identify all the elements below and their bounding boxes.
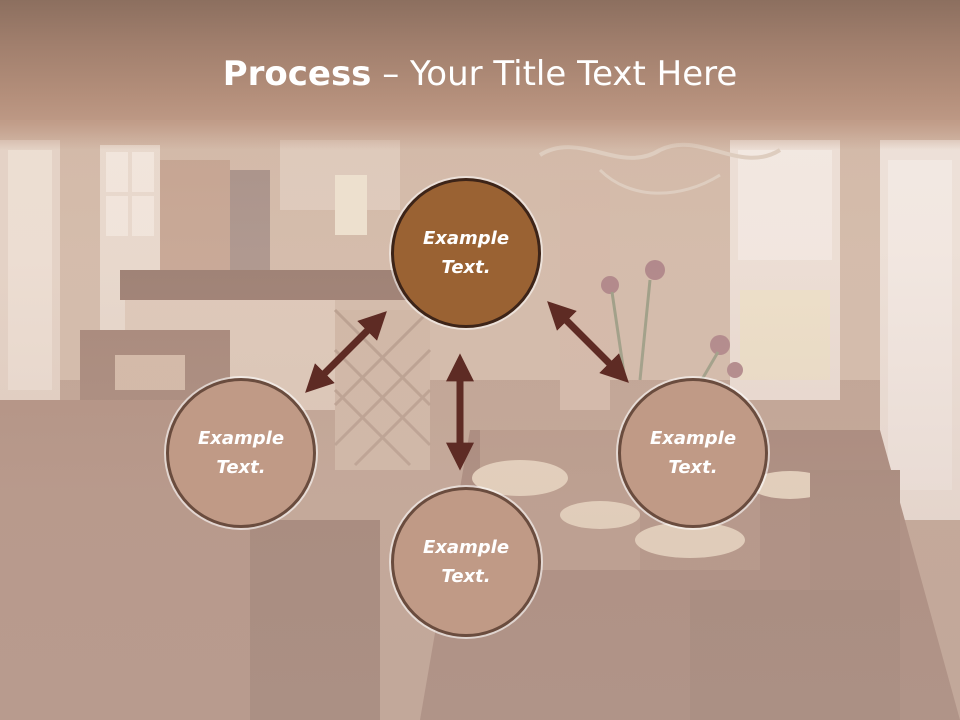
node-label: Example Text. bbox=[197, 428, 285, 478]
process-node-bottom[interactable]: Example Text. bbox=[391, 487, 541, 637]
slide-title[interactable]: Process – Your Title Text Here bbox=[0, 52, 960, 96]
process-node-left[interactable]: Example Text. bbox=[166, 378, 316, 528]
title-bold-text: Process bbox=[222, 54, 372, 94]
process-node-top[interactable]: Example Text. bbox=[391, 178, 541, 328]
node-label: Example Text. bbox=[649, 428, 737, 478]
process-node-right[interactable]: Example Text. bbox=[618, 378, 768, 528]
arrow-top-right bbox=[547, 301, 629, 383]
node-label: Example Text. bbox=[422, 537, 510, 587]
arrow-top-left bbox=[305, 311, 387, 393]
title-rest-text: – Your Title Text Here bbox=[371, 54, 738, 94]
node-label: Example Text. bbox=[422, 228, 510, 278]
title-band bbox=[0, 0, 960, 150]
